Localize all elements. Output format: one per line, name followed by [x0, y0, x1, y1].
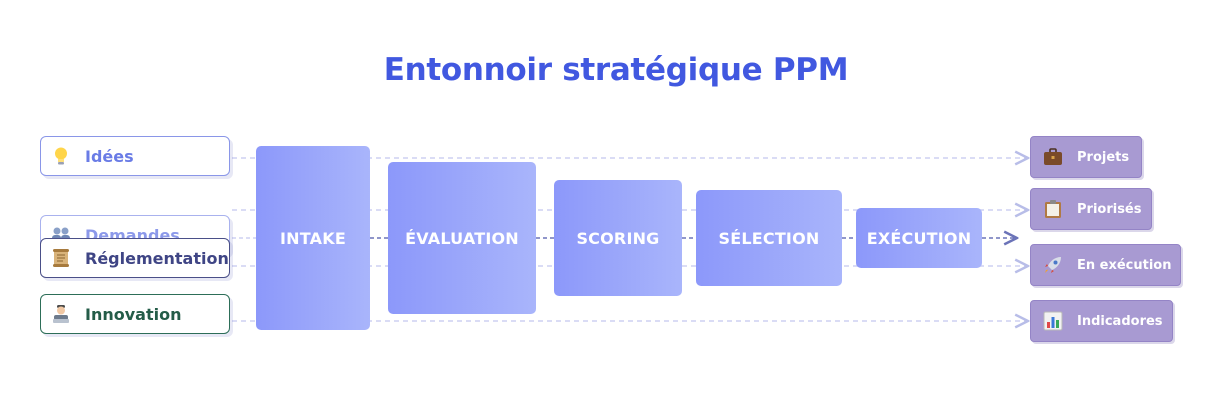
source-label: Innovation — [85, 304, 182, 324]
source-label: Idées — [85, 146, 134, 166]
output-label: Projets — [1077, 149, 1130, 165]
output-label: En exécution — [1077, 257, 1172, 273]
source-card-idees: Idées — [40, 136, 230, 176]
stage-label: ÉVALUATION — [405, 228, 519, 248]
briefcase-icon — [1043, 147, 1063, 167]
source-label: Réglementation — [85, 248, 229, 268]
diagram-title: Entonnoir stratégique PPM — [383, 52, 849, 88]
output-card-en-execution: En exécution — [1030, 244, 1181, 286]
stage-label: SCORING — [576, 228, 660, 248]
lightbulb-icon — [51, 146, 71, 166]
stage-label: EXÉCUTION — [866, 228, 972, 248]
clipboard-icon — [1043, 199, 1063, 219]
bar-chart-icon — [1043, 311, 1063, 331]
technologist-icon — [51, 304, 71, 324]
output-card-projets: Projets — [1030, 136, 1142, 178]
stage-label: INTAKE — [280, 228, 346, 248]
stage-intake: INTAKE — [256, 146, 370, 330]
source-card-innovation: Innovation — [40, 294, 230, 334]
stage-execution: EXÉCUTION — [856, 208, 982, 268]
rocket-icon — [1043, 255, 1063, 275]
output-label: Indicadores — [1077, 313, 1163, 329]
output-card-indicadores: Indicadores — [1030, 300, 1173, 342]
output-label: Priorisés — [1077, 201, 1142, 217]
stage-scoring: SCORING — [554, 180, 682, 296]
stage-selection: SÉLECTION — [696, 190, 842, 286]
stage-label: SÉLECTION — [718, 228, 820, 248]
output-card-priorises: Priorisés — [1030, 188, 1152, 230]
stage-evaluation: ÉVALUATION — [388, 162, 536, 314]
scroll-icon — [51, 248, 71, 268]
source-card-reglementation: Réglementation — [40, 238, 230, 278]
